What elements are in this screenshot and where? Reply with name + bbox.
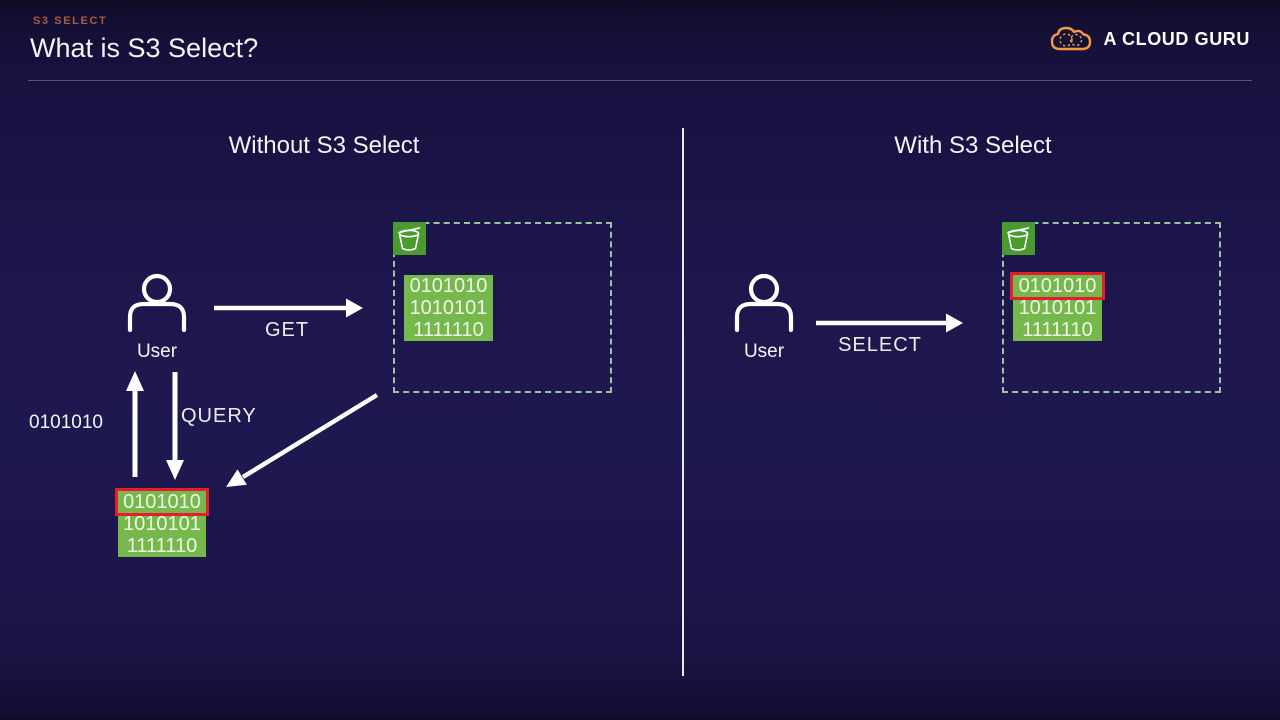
section-divider <box>682 128 684 676</box>
user-icon <box>734 273 794 333</box>
brand-name: A CLOUD GURU <box>1103 28 1250 49</box>
data-row: 1111110 <box>404 319 493 341</box>
s3-bucket-icon <box>398 227 421 251</box>
right-section-title: With S3 Select <box>894 132 1052 159</box>
query-label: QUERY <box>181 405 257 427</box>
s3-bucket-icon <box>1007 227 1030 251</box>
cloud-icon <box>1051 26 1092 51</box>
get-label: GET <box>264 319 310 341</box>
left-user: User <box>125 270 189 363</box>
downloaded-data-block: 0101010 1010101 1111110 <box>115 488 209 557</box>
s3-bucket-box <box>393 222 612 393</box>
filtered-bits-label: 0101010 <box>29 412 103 433</box>
right-user: User <box>732 270 796 363</box>
page-title: What is S3 Select? <box>30 33 259 63</box>
data-row: 0101010 <box>404 275 493 297</box>
data-row-highlighted: 0101010 <box>115 488 209 516</box>
user-icon <box>127 273 187 333</box>
user-label: User <box>136 341 178 362</box>
data-row: 1010101 <box>118 513 206 535</box>
s3-bucket-box <box>1002 222 1221 393</box>
query-response-up-arrow <box>126 371 144 477</box>
data-row: 1111110 <box>118 535 206 557</box>
s3-bucket-chip <box>393 222 426 255</box>
lesson-category-label: S3 SELECT <box>33 15 108 27</box>
acg-logo: A CLOUD GURU <box>1049 24 1250 54</box>
select-arrow <box>816 313 963 333</box>
data-row: 1010101 <box>404 297 493 319</box>
left-storage-data-block: 0101010 1010101 1111110 <box>404 275 493 341</box>
s3-bucket-chip <box>1002 222 1035 255</box>
header-divider <box>28 80 1252 81</box>
data-row: 1111110 <box>1013 319 1102 341</box>
data-row: 1010101 <box>1013 297 1102 319</box>
right-storage-data-block: 0101010 1010101 1111110 <box>1010 272 1105 341</box>
get-arrow <box>214 298 363 318</box>
select-label: SELECT <box>838 334 922 356</box>
data-row-highlighted: 0101010 <box>1010 272 1105 300</box>
user-label: User <box>743 341 785 362</box>
left-section-title: Without S3 Select <box>228 132 420 159</box>
